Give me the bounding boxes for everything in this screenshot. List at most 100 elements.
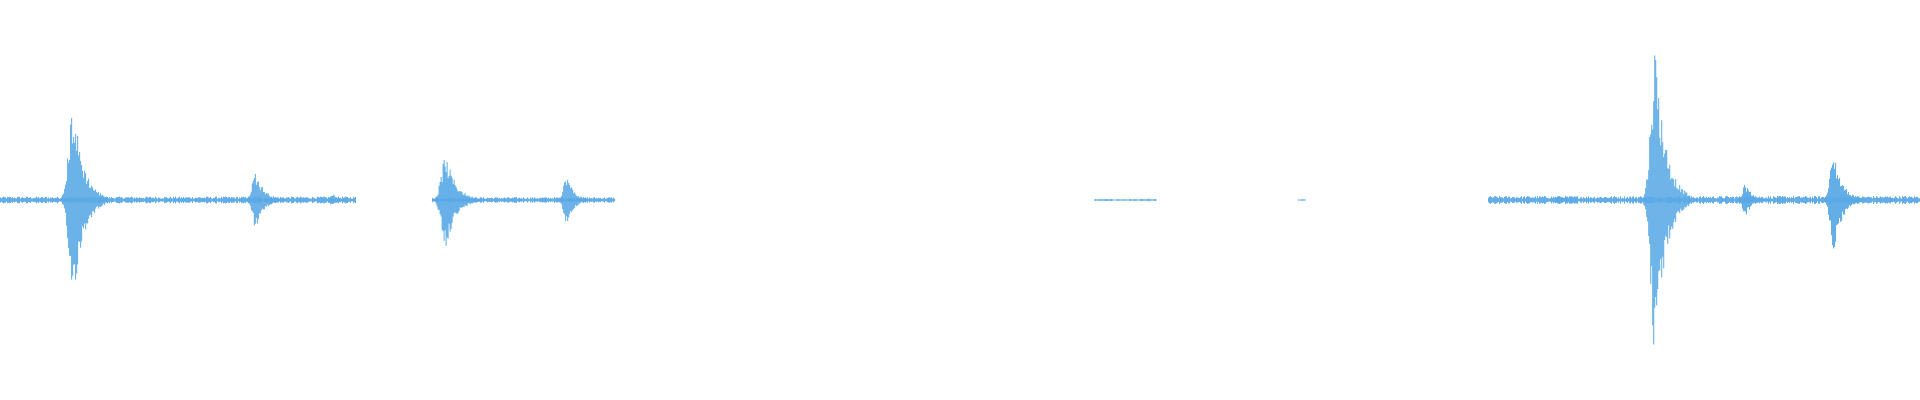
waveform-noise-sample xyxy=(1887,196,1888,204)
waveform-noise-sample xyxy=(233,197,234,203)
waveform-noise-sample xyxy=(494,197,495,203)
waveform-burst-sample xyxy=(346,199,348,201)
waveform-burst-sample xyxy=(262,191,264,210)
waveform-noise-sample xyxy=(132,197,133,203)
waveform-noise-sample xyxy=(551,198,552,202)
waveform-burst-sample xyxy=(71,118,73,280)
waveform-burst-sample xyxy=(569,185,571,214)
waveform-burst-sample xyxy=(274,198,276,203)
waveform-noise-sample xyxy=(1627,196,1628,204)
waveform-burst-sample xyxy=(437,194,439,210)
waveform-noise-sample xyxy=(1155,198,1157,202)
waveform-noise-sample xyxy=(53,198,54,202)
waveform-noise-sample xyxy=(217,198,218,202)
waveform-noise-sample xyxy=(37,197,38,203)
waveform-noise-sample xyxy=(17,197,18,203)
waveform-burst-sample xyxy=(259,190,261,214)
waveform-noise-sample xyxy=(206,196,207,204)
waveform-noise-sample xyxy=(1496,196,1497,204)
waveform-burst-sample xyxy=(76,150,78,274)
waveform-noise-sample xyxy=(218,197,219,203)
waveform-burst-sample xyxy=(1683,194,1685,210)
waveform-noise-sample xyxy=(228,197,229,203)
waveform-burst-sample xyxy=(336,197,338,204)
waveform-noise-sample xyxy=(1723,198,1724,202)
waveform-noise-sample xyxy=(1146,199,1148,201)
waveform-burst-sample xyxy=(1646,179,1648,217)
waveform-burst-sample xyxy=(93,190,95,212)
waveform-noise-sample xyxy=(550,197,551,203)
waveform-noise-sample xyxy=(1587,197,1588,203)
waveform-noise-sample xyxy=(1546,197,1547,203)
waveform-noise-sample xyxy=(1796,196,1797,204)
waveform-burst-sample xyxy=(1644,194,1646,207)
waveform-noise-sample xyxy=(1497,197,1498,203)
waveform-noise-sample xyxy=(197,198,198,202)
waveform-noise-sample xyxy=(1797,196,1798,204)
waveform-noise-sample xyxy=(1891,197,1892,203)
waveform-burst-sample xyxy=(568,183,570,218)
waveform-noise-sample xyxy=(1895,196,1896,204)
waveform-noise-sample xyxy=(130,197,131,203)
waveform-noise-sample xyxy=(110,198,111,202)
waveform-noise-sample xyxy=(598,197,599,203)
waveform-noise-sample xyxy=(1899,196,1900,204)
waveform-burst-sample xyxy=(478,198,480,202)
waveform-noise-sample xyxy=(1868,196,1869,204)
waveform-noise-sample xyxy=(513,197,514,203)
waveform-noise-sample xyxy=(1522,198,1523,202)
waveform-burst-sample xyxy=(448,175,450,224)
waveform-burst-sample xyxy=(1643,196,1645,205)
waveform-noise-sample xyxy=(1493,197,1494,203)
waveform-noise-sample xyxy=(1714,198,1715,202)
waveform-noise-sample xyxy=(484,198,485,202)
waveform-noise-sample xyxy=(1701,197,1702,203)
waveform-noise-sample xyxy=(511,198,512,202)
waveform-burst-sample xyxy=(453,179,455,214)
waveform-noise-sample xyxy=(45,196,46,204)
waveform-noise-sample xyxy=(1916,196,1917,204)
waveform-burst-sample xyxy=(433,199,435,202)
waveform-noise-sample xyxy=(1593,197,1594,203)
waveform-noise-sample xyxy=(1144,199,1146,201)
waveform-burst-sample xyxy=(1768,199,1770,201)
waveform-burst-sample xyxy=(1657,109,1659,290)
waveform-noise-sample xyxy=(1624,196,1625,204)
waveform-noise-sample xyxy=(1769,198,1770,202)
waveform-noise-sample xyxy=(1820,198,1821,202)
waveform-burst-sample xyxy=(465,195,467,206)
waveform-noise-sample xyxy=(129,197,130,203)
waveform-noise-sample xyxy=(1585,198,1586,202)
waveform-noise-sample xyxy=(191,198,192,202)
waveform-noise-sample xyxy=(545,197,546,203)
waveform-noise-sample xyxy=(322,197,323,203)
waveform-noise-sample xyxy=(236,196,237,204)
waveform-noise-sample xyxy=(309,198,310,202)
waveform-burst-sample xyxy=(557,199,559,201)
waveform-noise-sample xyxy=(30,196,31,204)
waveform-noise-sample xyxy=(1640,196,1641,204)
waveform-noise-sample xyxy=(1802,197,1803,203)
waveform-noise-sample xyxy=(141,197,142,203)
waveform-noise-sample xyxy=(607,197,608,203)
waveform-noise-sample xyxy=(604,197,605,203)
waveform-noise-sample xyxy=(44,197,45,203)
waveform-noise-sample xyxy=(1301,199,1303,201)
waveform-noise-sample xyxy=(1590,197,1591,203)
waveform-noise-sample xyxy=(1299,199,1301,201)
waveform-noise-sample xyxy=(1876,196,1877,204)
waveform-noise-sample xyxy=(1611,196,1612,204)
waveform-burst-sample xyxy=(63,193,65,206)
waveform-noise-sample xyxy=(485,198,486,202)
waveform-noise-sample xyxy=(237,197,238,203)
waveform-noise-sample xyxy=(1610,197,1611,203)
waveform-noise-sample xyxy=(134,197,135,203)
waveform-burst-sample xyxy=(61,197,63,202)
waveform-burst-sample xyxy=(1838,179,1840,224)
waveform-noise-sample xyxy=(1499,196,1500,204)
waveform-noise-sample xyxy=(1544,196,1545,204)
waveform-noise-sample xyxy=(1639,197,1640,203)
waveform-burst-sample xyxy=(69,159,71,256)
